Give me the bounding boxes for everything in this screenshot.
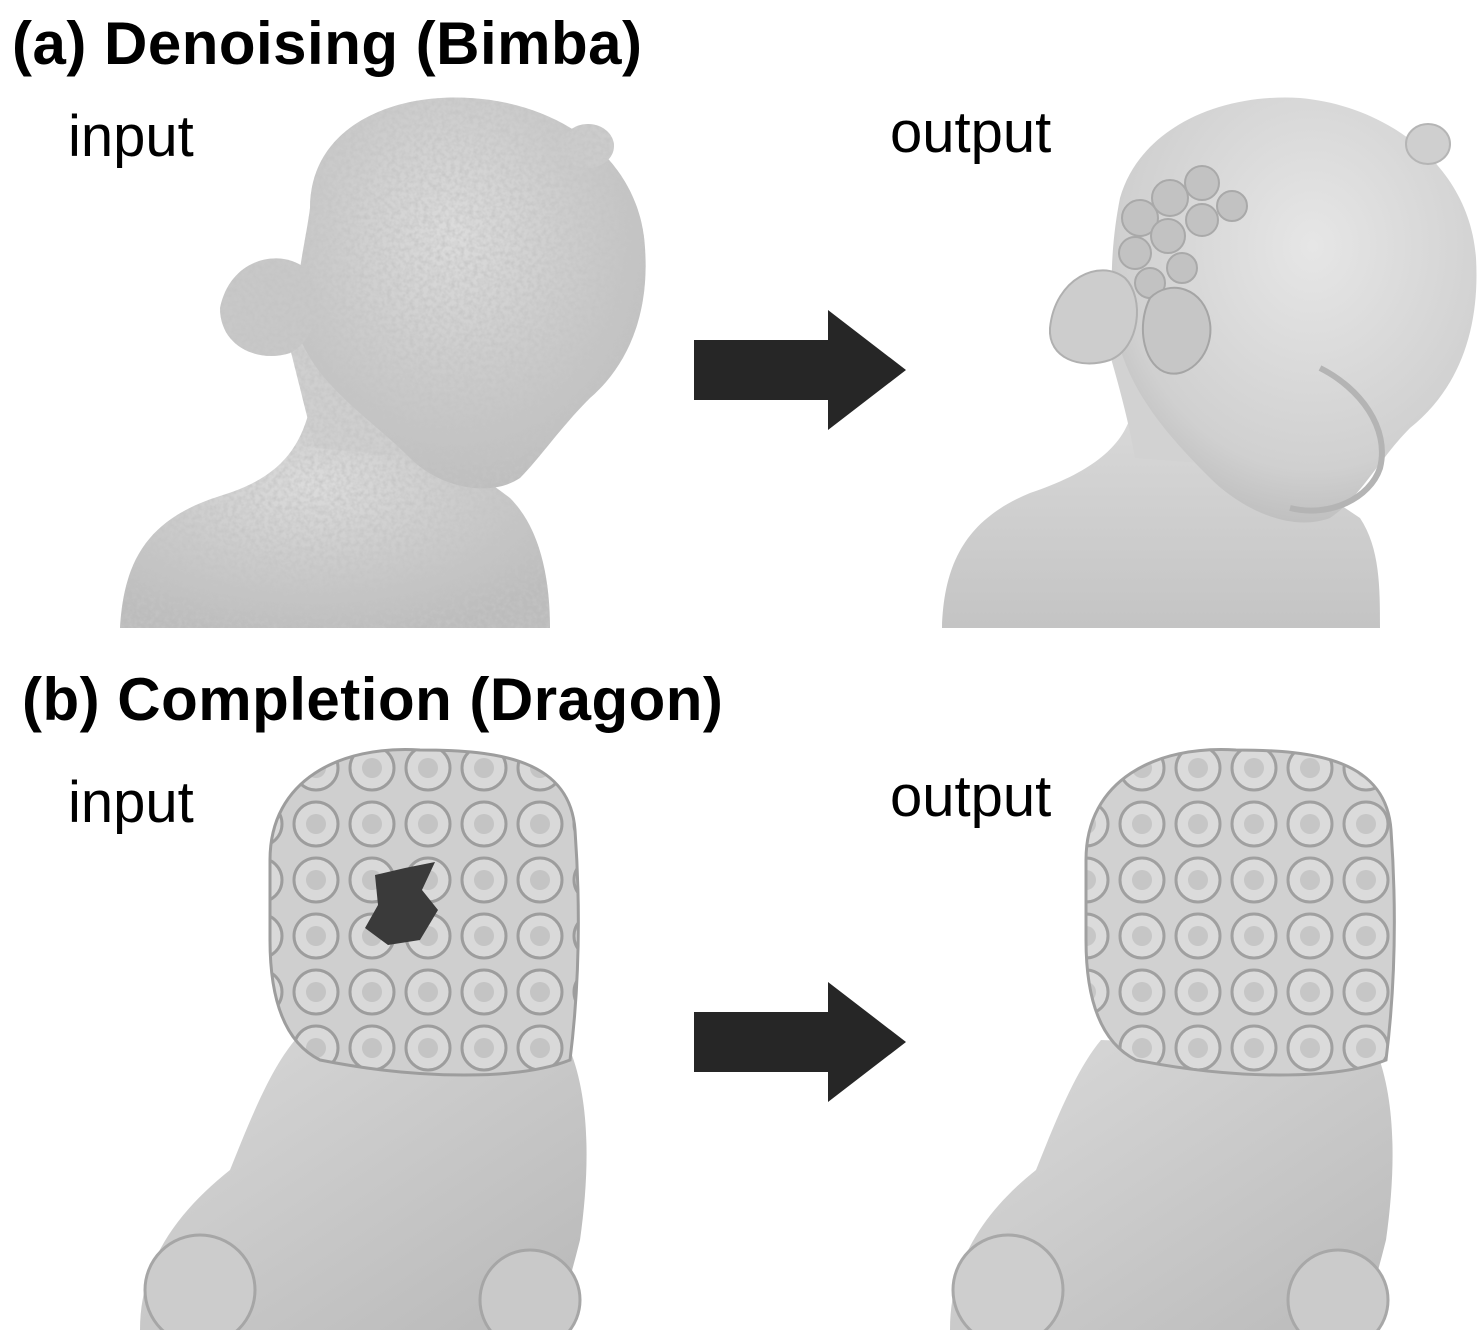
panel-b-input-label: input <box>68 770 194 835</box>
noisy-bust-mesh <box>120 97 646 628</box>
panel-a-input-label: input <box>68 104 194 169</box>
mesh-hole <box>365 862 438 945</box>
panel-b-right-arrow-icon <box>694 982 906 1102</box>
panel-a-right-arrow-icon <box>694 310 906 430</box>
completed-dragon-mesh <box>950 748 1396 1330</box>
panel-b-title: (b) Completion (Dragon) <box>22 666 724 733</box>
panel-b-output-label: output <box>890 764 1052 829</box>
smoothed-bust-mesh <box>942 97 1477 628</box>
dragon-mesh-with-hole <box>140 748 587 1330</box>
panel-a-output-label: output <box>890 100 1052 165</box>
panel-a-title: (a) Denoising (Bimba) <box>12 10 643 77</box>
